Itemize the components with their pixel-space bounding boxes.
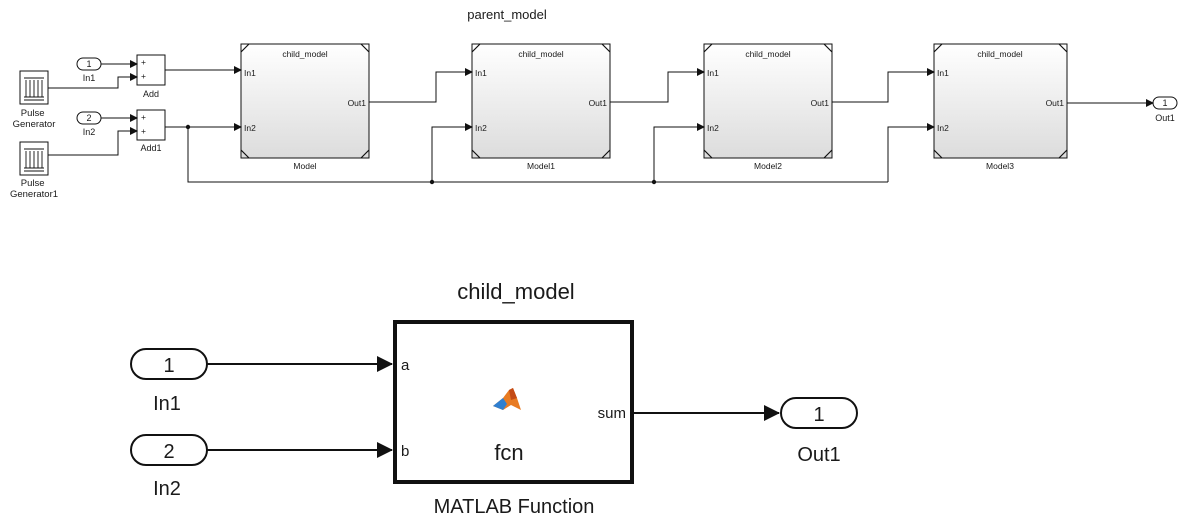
child-signal-lines: [207, 356, 780, 458]
model1-out1-label: Out1: [589, 98, 608, 108]
pulse-generator-label-line1: Pulse: [21, 108, 45, 119]
wire-model1-to-model2: [610, 68, 705, 103]
child-outport-1-label: Out1: [797, 444, 840, 466]
wire-bus-to-model3: [887, 123, 935, 182]
parent-inport-2-number: 2: [86, 113, 91, 123]
pulse-wave-icon: [24, 148, 44, 172]
add1-block[interactable]: + + Add1: [136, 109, 166, 153]
add1-sign-2: +: [141, 126, 146, 136]
add-block-label: Add: [143, 89, 159, 99]
child-outport-1[interactable]: 1 Out1: [780, 397, 858, 466]
add-sign-1: +: [141, 57, 146, 67]
model2-block-label: Model2: [754, 161, 782, 171]
model3-out1-label: Out1: [1046, 98, 1065, 108]
child-model-diagram: child_model 1 In1 2 In2 a b sum fcn MAT: [130, 279, 858, 518]
parent-inport-2-label: In2: [83, 127, 96, 137]
model1-in2-label: In2: [475, 123, 487, 133]
branch-point: [651, 179, 657, 185]
parent-outport-1-label: Out1: [1155, 113, 1175, 123]
model-ref-label: child_model: [282, 49, 327, 59]
pulse-generator-1-label: Pulse Generator1: [10, 178, 58, 200]
parent-outport-1[interactable]: 1 Out1: [1152, 96, 1178, 123]
branch-point: [185, 124, 191, 130]
wire-bus-to-model1: [431, 123, 473, 182]
wire-pulse1-to-add1: [48, 127, 138, 156]
model2-block[interactable]: child_model In1 In2 Out1 Model2: [703, 43, 833, 171]
fcn-output-sum: sum: [598, 405, 626, 422]
fcn-name: fcn: [494, 440, 523, 465]
child-inport-2-label: In2: [153, 478, 181, 500]
branch-point: [429, 179, 435, 185]
fcn-input-a: a: [401, 357, 410, 374]
pulse-generator-label: Pulse Generator: [13, 108, 56, 130]
pulse-generator-1-label-line2: Generator1: [10, 189, 58, 200]
child-inport-1-label: In1: [153, 393, 181, 415]
child-inport-2-number: 2: [163, 441, 174, 463]
matlab-logo-icon: [493, 388, 521, 410]
parent-inport-1-number: 1: [86, 59, 91, 69]
model1-ref-label: child_model: [518, 49, 563, 59]
matlab-function-label: MATLAB Function: [434, 496, 595, 518]
pulse-generator-label-line2: Generator: [13, 119, 56, 130]
model2-out1-label: Out1: [811, 98, 830, 108]
model3-block[interactable]: child_model In1 In2 Out1 Model3: [933, 43, 1068, 171]
pulse-generator-1-block[interactable]: Pulse Generator1: [10, 141, 58, 200]
parent-outport-1-number: 1: [1162, 98, 1167, 108]
model-out1-label: Out1: [348, 98, 367, 108]
fcn-input-b: b: [401, 443, 409, 460]
parent-inport-1-label: In1: [83, 73, 96, 83]
add1-sign-1: +: [141, 112, 146, 122]
add1-block-label: Add1: [140, 143, 161, 153]
pulse-generator-block[interactable]: Pulse Generator: [13, 70, 56, 130]
child-outport-1-number: 1: [813, 404, 824, 426]
wire-bus-to-model2: [653, 123, 705, 182]
model-in2-label: In2: [244, 123, 256, 133]
model3-in1-label: In1: [937, 68, 949, 78]
model1-block-label: Model1: [527, 161, 555, 171]
model2-in1-label: In1: [707, 68, 719, 78]
parent-inport-2[interactable]: 2 In2: [76, 111, 102, 137]
pulse-generator-1-label-line1: Pulse: [21, 178, 45, 189]
model1-in1-label: In1: [475, 68, 487, 78]
child-inport-1[interactable]: 1 In1: [130, 348, 208, 415]
model-block[interactable]: child_model In1 In2 Out1 Model: [240, 43, 370, 171]
child-inport-2[interactable]: 2 In2: [130, 434, 208, 500]
model-in1-label: In1: [244, 68, 256, 78]
parent-model-title: parent_model: [467, 7, 547, 22]
wire-pulse-to-add: [48, 73, 138, 89]
parent-model-diagram: parent_model Pulse Generator Pul: [10, 7, 1178, 200]
model1-block[interactable]: child_model In1 In2 Out1 Model1: [471, 43, 611, 171]
pulse-wave-icon: [24, 77, 44, 101]
model3-in2-label: In2: [937, 123, 949, 133]
child-model-title: child_model: [457, 279, 574, 304]
matlab-function-block[interactable]: a b sum fcn MATLAB Function: [393, 320, 634, 518]
parent-signal-lines: [48, 60, 1154, 185]
model3-block-label: Model3: [986, 161, 1014, 171]
wire-model2-to-model3: [832, 68, 935, 103]
add-block[interactable]: + + Add: [136, 54, 166, 99]
parent-inport-1[interactable]: 1 In1: [76, 57, 102, 83]
model2-ref-label: child_model: [745, 49, 790, 59]
model2-in2-label: In2: [707, 123, 719, 133]
child-inport-1-number: 1: [163, 355, 174, 377]
model-block-label: Model: [293, 161, 316, 171]
wire-model-to-model1: [369, 68, 473, 103]
add-sign-2: +: [141, 71, 146, 81]
model3-ref-label: child_model: [977, 49, 1022, 59]
